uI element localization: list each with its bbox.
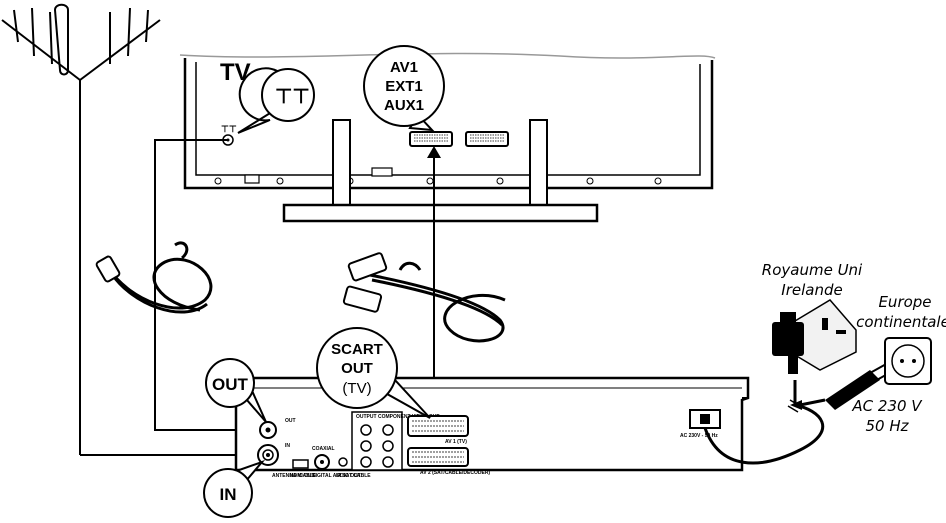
recorder-rear-panel: OUT IN ANTENNA /CABLE HDMI OUT COAXIAL D… bbox=[234, 376, 750, 479]
digital-audio-out-text: DIGITAL AUDIO OUT bbox=[312, 473, 361, 479]
antenna-cable-text: ANTENNA /CABLE bbox=[272, 473, 317, 479]
av1-callout: AV1 EXT1 AUX1 bbox=[363, 45, 445, 132]
uk-plug-icon bbox=[772, 299, 857, 374]
tv-stand bbox=[282, 119, 599, 223]
tv-antenna-callout: ⊤⊤ bbox=[237, 67, 315, 134]
tv-scart-2 bbox=[465, 131, 509, 147]
aux1-label: AUX1 bbox=[384, 97, 424, 114]
av-output-block bbox=[351, 411, 403, 471]
scart-tv-label: (TV) bbox=[342, 380, 371, 397]
eu-label-line1: Europe bbox=[878, 293, 931, 311]
out-callout: OUT bbox=[205, 358, 267, 423]
output-text: OUTPUT bbox=[356, 414, 377, 420]
out-label: OUT bbox=[212, 375, 249, 394]
in-callout: IN bbox=[203, 459, 266, 518]
av1-label: AV1 bbox=[390, 59, 418, 76]
uk-label-line1: Royaume Uni bbox=[762, 261, 863, 279]
scart-out-callout: SCART OUT (TV) bbox=[316, 327, 431, 419]
antenna-icon bbox=[1, 3, 161, 455]
tv-scart-av1 bbox=[409, 131, 453, 147]
uk-label-line2: Irelande bbox=[781, 281, 842, 299]
ac-frequency-label: 50 Hz bbox=[865, 417, 909, 435]
scart-cable-coil bbox=[342, 252, 506, 343]
hdmi-out-text: HDMI OUT bbox=[290, 473, 315, 479]
ir-text: IR SAT CABLE bbox=[336, 473, 371, 479]
mains-text: AC 230V - 50 Hz bbox=[680, 433, 718, 439]
mains-cable bbox=[703, 380, 825, 465]
av2-text: AV 2 (SAT/CABLE/DECODER) bbox=[420, 470, 490, 476]
hdmi-port bbox=[292, 459, 309, 469]
coaxial-text: COAXIAL bbox=[312, 446, 335, 452]
ext1-label: EXT1 bbox=[385, 78, 423, 95]
scart-out-label: OUT bbox=[341, 360, 373, 377]
coax-cable-coil bbox=[95, 241, 213, 314]
ac-voltage-label: AC 230 V bbox=[851, 397, 923, 415]
scart-label: SCART bbox=[331, 341, 383, 358]
av1-tv-text: AV 1 (TV) bbox=[445, 439, 467, 445]
eu-label-line2: continentale bbox=[856, 313, 946, 331]
in-label: IN bbox=[220, 485, 237, 504]
tv-antenna-mini-symbol: ⊤⊤ bbox=[221, 124, 237, 134]
antenna-callout-symbol: ⊤⊤ bbox=[275, 86, 310, 108]
eu-socket-icon bbox=[884, 337, 932, 385]
rear-in-text: IN bbox=[285, 443, 290, 449]
ir-jack bbox=[338, 457, 348, 467]
rear-out-text: OUT bbox=[285, 418, 296, 424]
